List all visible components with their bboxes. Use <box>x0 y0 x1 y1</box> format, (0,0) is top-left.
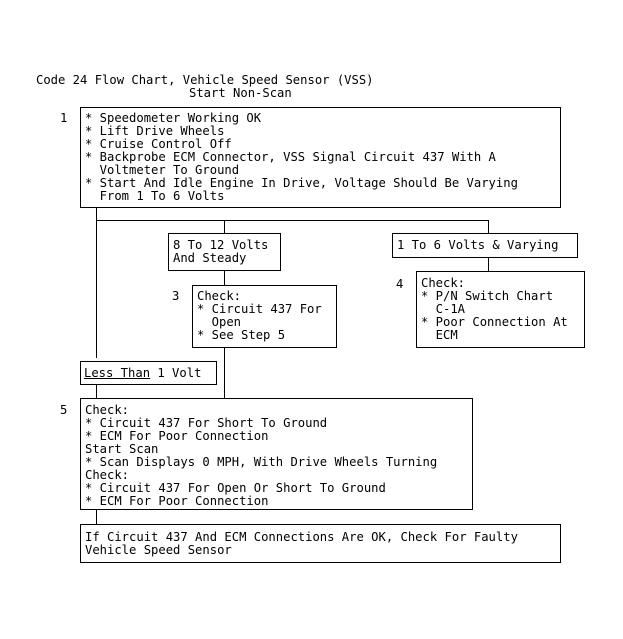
branch-b-line: 1 To 6 Volts & Varying <box>397 238 559 252</box>
step-3-number: 3 <box>172 289 180 303</box>
step-1-line: Voltmeter To Ground <box>85 163 240 177</box>
final-line: If Circuit 437 And ECM Connections Are O… <box>85 530 518 544</box>
step-5-line: * Scan Displays 0 MPH, With Drive Wheels… <box>85 455 438 469</box>
step-4-line: Check: <box>421 276 466 290</box>
branch-a-line: 8 To 12 Volts <box>173 238 269 252</box>
step-5-line: * ECM For Poor Connection <box>85 494 269 508</box>
step-1-box: * Speedometer Working OK * Lift Drive Wh… <box>80 107 561 208</box>
step-4-line: ECM <box>421 328 458 342</box>
step-4-line: C-1A <box>421 302 466 316</box>
connector-line <box>96 509 97 525</box>
step-1-line: From 1 To 6 Volts <box>85 189 225 203</box>
connector-line <box>96 207 97 358</box>
chart-subtitle: Start Non-Scan <box>189 86 292 100</box>
final-conclusion-box: If Circuit 437 And ECM Connections Are O… <box>80 524 561 563</box>
step-4-line: * P/N Switch Chart <box>421 289 554 303</box>
step-1-line: * Speedometer Working OK <box>85 111 262 125</box>
step-5-line: Check: <box>85 403 130 417</box>
step-5-line: * ECM For Poor Connection <box>85 429 269 443</box>
branch-1-to-6-volts-box: 1 To 6 Volts & Varying <box>392 233 578 258</box>
connector-line <box>224 220 225 233</box>
step-3-line: * Circuit 437 For <box>197 302 322 316</box>
step-5-line: Start Scan <box>85 442 159 456</box>
branch-c-rest: 1 Volt <box>150 366 202 380</box>
branch-less-than-1-volt-box: Less Than 1 Volt <box>80 361 217 385</box>
step-1-line: * Start And Idle Engine In Drive, Voltag… <box>85 176 518 190</box>
connector-line <box>224 270 225 285</box>
step-3-line: * See Step 5 <box>197 328 286 342</box>
step-3-line: Open <box>197 315 242 329</box>
step-4-number: 4 <box>396 277 404 291</box>
final-line: Vehicle Speed Sensor <box>85 543 232 557</box>
step-1-number: 1 <box>60 111 68 125</box>
step-3-box: Check: * Circuit 437 For Open * See Step… <box>192 285 337 348</box>
step-5-box: Check: * Circuit 437 For Short To Ground… <box>80 398 473 510</box>
branch-8-to-12-volts-box: 8 To 12 Volts And Steady <box>168 233 281 271</box>
step-1-line: * Cruise Control Off <box>85 137 232 151</box>
step-4-box: Check: * P/N Switch Chart C-1A * Poor Co… <box>416 271 585 348</box>
step-4-line: * Poor Connection At <box>421 315 568 329</box>
branch-a-line: And Steady <box>173 251 247 265</box>
connector-line <box>488 220 489 233</box>
step-1-line: * Lift Drive Wheels <box>85 124 225 138</box>
branch-c-underlined: Less Than <box>84 366 151 380</box>
step-5-line: * Circuit 437 For Open Or Short To Groun… <box>85 481 386 495</box>
chart-title: Code 24 Flow Chart, Vehicle Speed Sensor… <box>36 73 374 87</box>
connector-line <box>488 257 489 271</box>
step-5-line: * Circuit 437 For Short To Ground <box>85 416 328 430</box>
step-5-number: 5 <box>60 403 68 417</box>
connector-line <box>224 347 225 399</box>
step-1-line: * Backprobe ECM Connector, VSS Signal Ci… <box>85 150 496 164</box>
connector-line <box>96 384 97 399</box>
step-3-line: Check: <box>197 289 242 303</box>
step-5-line: Check: <box>85 468 130 482</box>
connector-line <box>96 220 489 221</box>
branch-c-label: Less Than 1 Volt <box>84 367 201 380</box>
